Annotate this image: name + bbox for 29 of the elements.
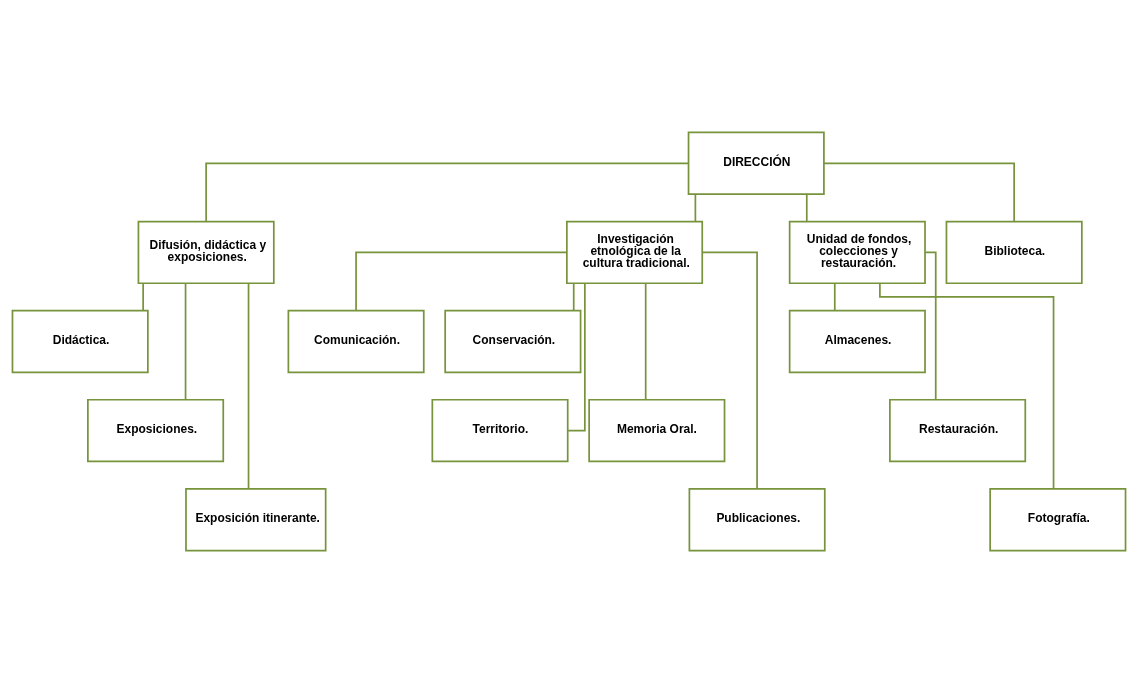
node-box: Memoria Oral. [588,398,726,462]
connector [247,281,250,489]
connector [644,282,647,400]
node-box: Territorio. [431,398,569,462]
connector [833,281,836,311]
connector [924,251,937,400]
node-box: Restauración. [889,398,1027,462]
node-box: Biblioteca. [945,220,1083,284]
node-box: Publicaciones. [688,487,826,551]
node-box: DIRECCIÓN [687,131,825,195]
node-box: Didáctica. [11,309,149,373]
node-box: Almacenes. [788,309,926,373]
node-box: Comunicación. [287,309,425,373]
node-box: Investigación etnológica de la cultura tradicional. [566,220,704,284]
connector [355,251,568,311]
connector [694,192,697,222]
connector [805,192,808,222]
connector [142,281,144,311]
node-box: Fotografía. [989,487,1127,551]
node-box: Difusión, didáctica y exposiciones. [137,220,275,284]
node-box: Conservación. [444,309,582,373]
connector [572,281,575,311]
connector [184,282,187,400]
node-box: Exposiciones. [87,398,225,462]
connector [205,161,690,222]
node-box: Unidad de fondos, colecciones y restauración. [788,220,926,284]
connector [823,161,1015,222]
node-box: Exposición itinerante. [185,487,327,551]
connector [701,251,758,490]
